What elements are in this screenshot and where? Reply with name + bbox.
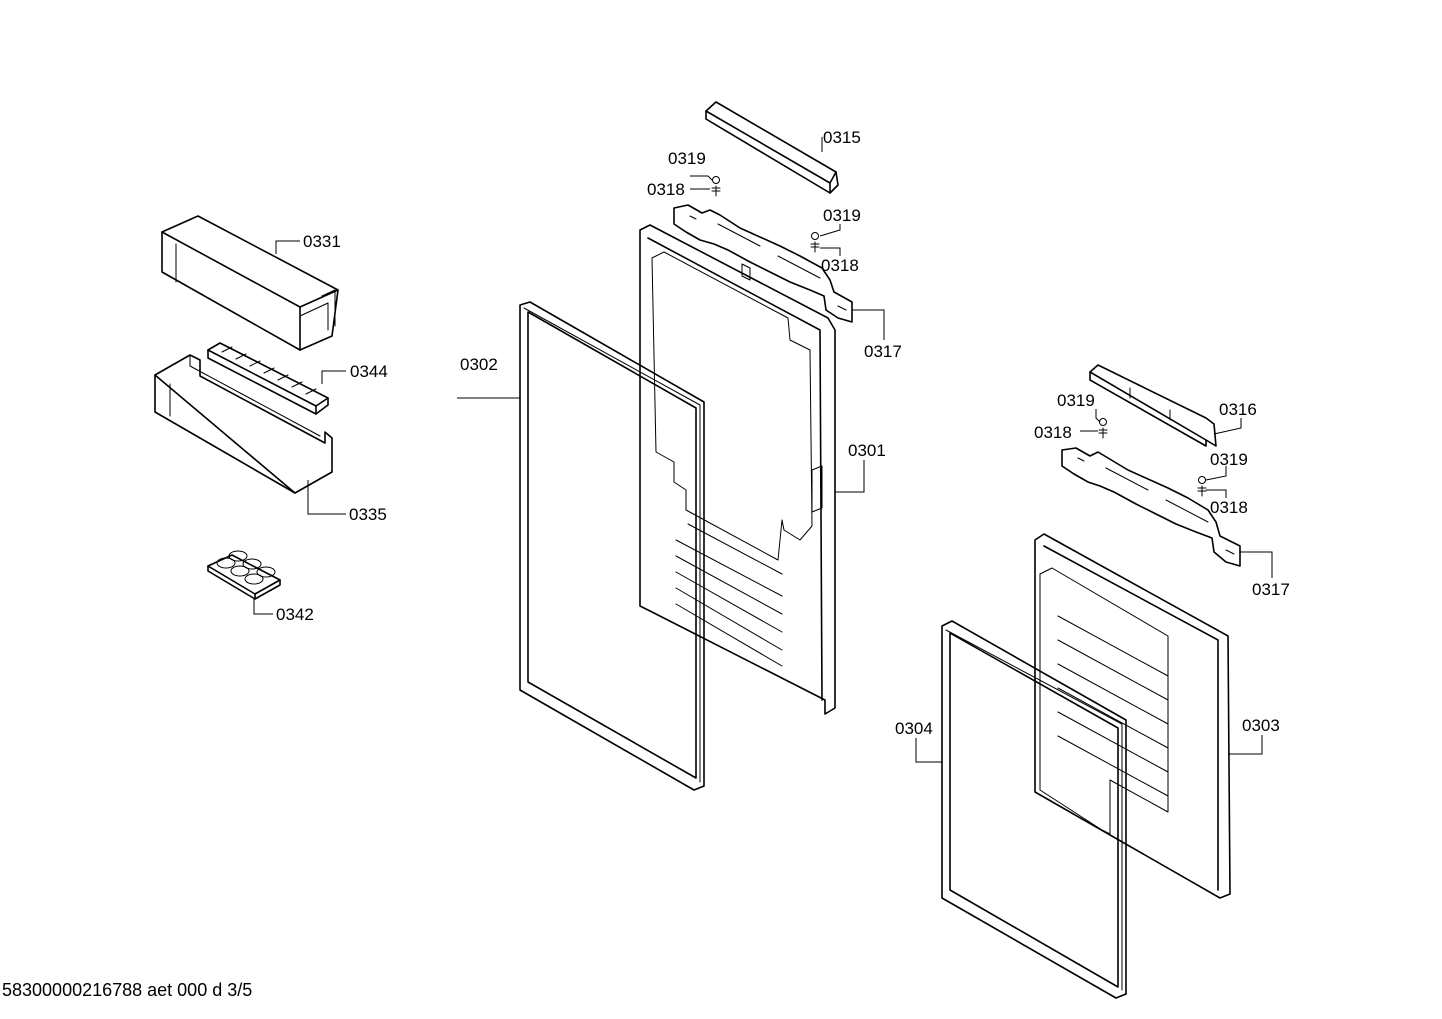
- part-0302-door-gasket: [519, 301, 705, 791]
- drawing-reference-footer: 58300000216788 aet 000 d 3/5: [2, 980, 253, 1000]
- part-0301-door: [639, 224, 836, 715]
- label-0342: 0342: [276, 605, 314, 624]
- label-0318-b: 0318: [821, 256, 859, 275]
- part-0318-screw-lower-right: [1197, 485, 1207, 497]
- label-0315: 0315: [823, 128, 861, 147]
- part-0304-door-gasket: [941, 620, 1127, 999]
- label-0319-d: 0319: [1210, 450, 1248, 469]
- label-0318-a: 0318: [647, 180, 685, 199]
- label-0344: 0344: [350, 362, 388, 381]
- leader-lines: [253, 137, 1273, 763]
- part-0317-bracket-lower: [1061, 447, 1241, 567]
- label-0303: 0303: [1242, 716, 1280, 735]
- label-0301: 0301: [848, 441, 886, 460]
- label-0316: 0316: [1219, 400, 1257, 419]
- part-0318-screw-upper-left: [711, 185, 721, 197]
- label-0302: 0302: [460, 355, 498, 374]
- part-0319-washer-lower-right: [1198, 476, 1206, 484]
- part-0316-handle-cap: [1089, 364, 1217, 447]
- part-0319-washer-upper-right: [811, 232, 819, 240]
- part-0344-shelf-divider: [207, 342, 329, 415]
- part-0315-handle-cap: [705, 101, 839, 194]
- label-0319-a: 0319: [668, 149, 706, 168]
- part-0317-bracket-upper: [673, 204, 853, 323]
- label-0318-c: 0318: [1034, 423, 1072, 442]
- part-0303-door: [1034, 533, 1231, 899]
- part-0319-washer-upper-left: [712, 176, 720, 184]
- part-0335-door-shelf: [154, 354, 333, 494]
- part-labels: 0331 0344 0335 0342 0302 0315 0319 0318 …: [276, 128, 1290, 738]
- label-0331: 0331: [303, 232, 341, 251]
- label-0317-a: 0317: [864, 342, 902, 361]
- label-0318-d: 0318: [1210, 498, 1248, 517]
- part-0318-screw-upper-right: [810, 241, 820, 253]
- label-0319-b: 0319: [823, 206, 861, 225]
- part-0318-screw-lower-left: [1098, 427, 1108, 439]
- part-0331-door-shelf: [161, 215, 339, 351]
- label-0335: 0335: [349, 505, 387, 524]
- label-0317-b: 0317: [1252, 580, 1290, 599]
- label-0319-c: 0319: [1057, 391, 1095, 410]
- part-0342-egg-tray: [207, 550, 281, 600]
- part-0319-washer-lower-left: [1099, 418, 1107, 426]
- label-0304: 0304: [895, 719, 933, 738]
